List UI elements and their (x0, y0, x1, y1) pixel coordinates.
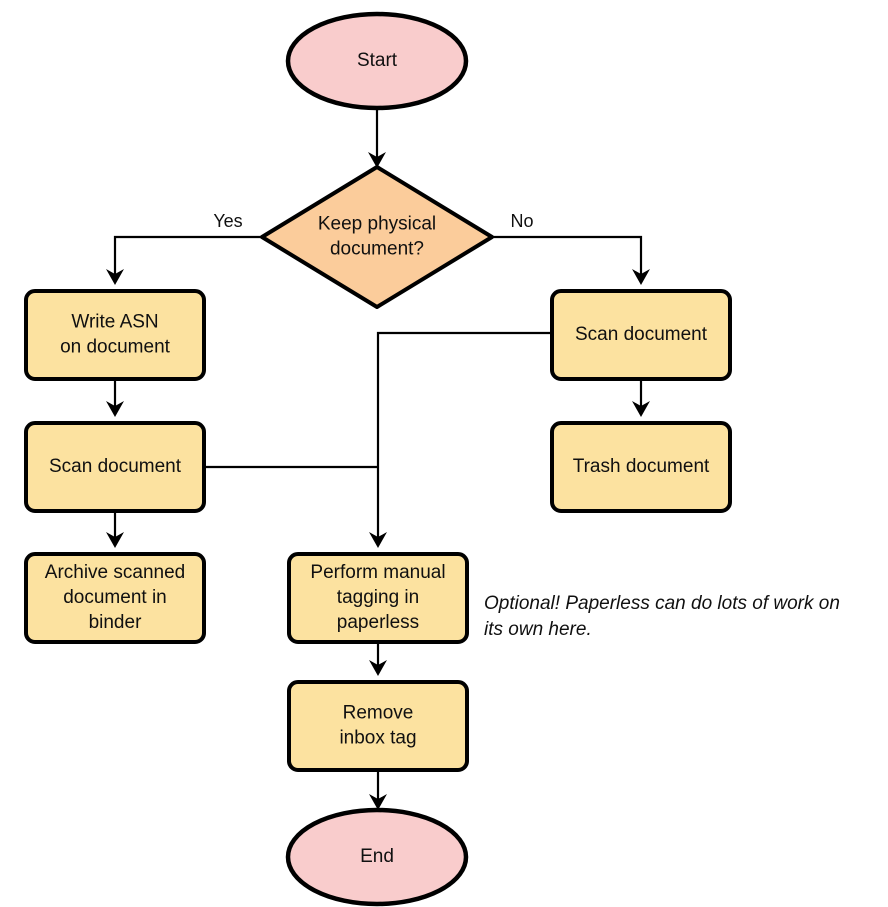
node-label: Write ASN (71, 312, 158, 333)
node-trash-document[interactable]: Trash document (550, 421, 732, 513)
process-shape (550, 289, 732, 381)
node-label: tagging in (337, 587, 419, 608)
node-label: End (360, 846, 394, 867)
annotation-line: its own here. (484, 619, 592, 640)
arrowhead-icon (369, 660, 387, 676)
node-label: paperless (337, 612, 419, 633)
process-shape (287, 680, 469, 772)
edge-manual-tagging-to-remove-inbox-tag (369, 642, 387, 676)
node-perform-manual-tagging-in-paperless[interactable]: Perform manual tagging in paperless (287, 552, 469, 644)
node-label: Start (357, 50, 398, 71)
node-label: Scan document (49, 456, 182, 477)
arrowhead-icon (106, 401, 124, 417)
edge-scan-document-right-to-manual-tagging (369, 331, 552, 548)
node-keep-physical-document[interactable]: Keep physical document? (260, 165, 494, 309)
edge-remove-inbox-tag-to-end (369, 770, 387, 810)
node-scan-document-left[interactable]: Scan document (24, 421, 206, 513)
annotation-line: Optional! Paperless can do lots of work … (484, 593, 840, 614)
edge-label: No (510, 211, 533, 231)
arrowhead-icon (369, 532, 387, 548)
node-label: document in (63, 587, 167, 608)
edge-line (376, 331, 552, 538)
process-shape (287, 552, 469, 644)
node-label: Archive scanned (45, 562, 185, 583)
arrowhead-icon (632, 269, 650, 285)
edge-start-to-decision (368, 108, 386, 168)
edge-decision-no-to-scan-document-right: No (492, 211, 650, 285)
node-label: on document (60, 337, 171, 358)
annotations-layer: Optional! Paperless can do lots of work … (484, 593, 840, 640)
node-end[interactable]: End (285, 807, 469, 907)
node-write-asn-on-document[interactable]: Write ASN on document (24, 289, 206, 381)
terminator-shape (285, 807, 469, 907)
process-shape (550, 421, 732, 513)
edge-scan-document-right-to-trash (632, 379, 650, 417)
arrowhead-icon (106, 532, 124, 548)
annotation-optional-note: Optional! Paperless can do lots of work … (484, 593, 840, 640)
arrowhead-icon (368, 152, 386, 168)
node-label: binder (89, 612, 142, 633)
process-shape (24, 552, 206, 644)
node-label: Perform manual (310, 562, 445, 583)
node-start[interactable]: Start (285, 11, 469, 111)
terminator-shape (285, 11, 469, 111)
edge-label: Yes (213, 211, 242, 231)
node-label: Trash document (573, 456, 710, 477)
node-label: inbox tag (339, 728, 416, 749)
node-label: Remove (343, 703, 414, 724)
edge-line (492, 235, 643, 275)
node-label: document? (330, 239, 424, 260)
arrowhead-icon (369, 794, 387, 810)
edges-layer: Yes No (106, 108, 650, 810)
arrowhead-icon (106, 269, 124, 285)
node-label: Scan document (575, 324, 708, 345)
edge-line (113, 235, 262, 275)
node-remove-inbox-tag[interactable]: Remove inbox tag (287, 680, 469, 772)
decision-shape (260, 165, 494, 309)
node-scan-document-right[interactable]: Scan document (550, 289, 732, 381)
edge-write-asn-to-scan-document-left (106, 379, 124, 417)
process-shape (24, 289, 206, 381)
edge-scan-document-left-to-archive (106, 511, 124, 548)
node-label: Keep physical (318, 214, 436, 235)
process-shape (24, 421, 206, 513)
node-archive-scanned-document-in-binder[interactable]: Archive scanned document in binder (24, 552, 206, 644)
arrowhead-icon (632, 401, 650, 417)
edge-decision-yes-to-write-asn: Yes (106, 211, 262, 285)
